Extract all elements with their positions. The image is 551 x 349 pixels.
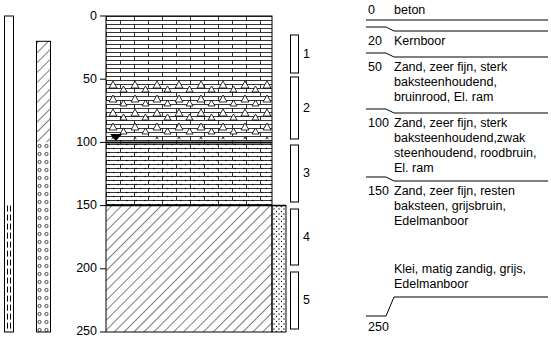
leader-line [366,53,548,57]
depth-axis-label: 100 [76,135,97,150]
groundwater-marker [110,134,122,141]
method-column [5,16,14,332]
groundwater-line [106,141,272,143]
tick [100,205,106,206]
sample-number: 1 [303,47,310,62]
sand-strip [272,206,286,332]
sample-box [291,145,299,202]
column-outline [37,41,51,332]
layer-description: Zand, zeer fijn, sterk baksteenhoudend, … [394,60,546,105]
sample-number: 2 [303,101,310,116]
leader-line [366,177,548,181]
lithology-column [106,16,286,332]
method-bar [5,16,14,332]
layer-depth: 0 [368,3,375,18]
sample-number: 5 [303,293,310,308]
sample-box [291,35,299,73]
sand-dots [106,142,272,205]
depth-axis-label: 50 [83,72,97,87]
description-leaders [366,20,548,316]
tick [100,79,106,80]
fill-column [37,41,51,332]
layer-description: Zand, zeer fijn, sterk baksteenhoudend,z… [394,116,546,176]
layer-description: beton [394,3,546,18]
tick [100,142,106,143]
sample-boxes [291,35,299,329]
column-outline [106,16,272,332]
layer-boundary [106,205,286,207]
sample-number: 4 [303,230,310,245]
depth-axis-label: 250 [76,324,97,339]
gravel-fill [37,142,51,332]
leader-line [366,27,548,31]
sample-box [291,272,299,329]
depth-axis-label: 150 [76,198,97,213]
brick-fill [106,16,272,206]
clay-fill [106,206,272,332]
tick [100,268,106,269]
layer-depth: 250 [368,320,389,335]
tick [100,332,106,333]
tick [100,16,106,17]
layer-description: Klei, matig zandig, grijs, Edelmanboor [394,262,546,292]
layer-depth: 50 [368,60,382,75]
layer-description: Kernboor [394,34,546,49]
sample-box [291,77,299,139]
depth-axis-label: 200 [76,261,97,276]
layer-depth: 150 [368,184,389,199]
sample-box [291,209,299,265]
hatch-fill [37,41,51,142]
dashed-line [7,206,8,332]
leader-line [366,20,548,21]
leader-line [366,297,548,316]
sample-number: 3 [303,166,310,181]
depth-ticks [100,16,106,332]
layer-description: Zand, zeer fijn, resten baksteen, grijsb… [394,184,546,229]
layer-depth: 100 [368,116,389,131]
depth-axis-label: 0 [90,9,97,24]
leader-line [366,109,548,113]
layer-depth: 20 [368,34,382,49]
dashed-line [10,206,11,332]
rubble-fill [106,79,272,139]
